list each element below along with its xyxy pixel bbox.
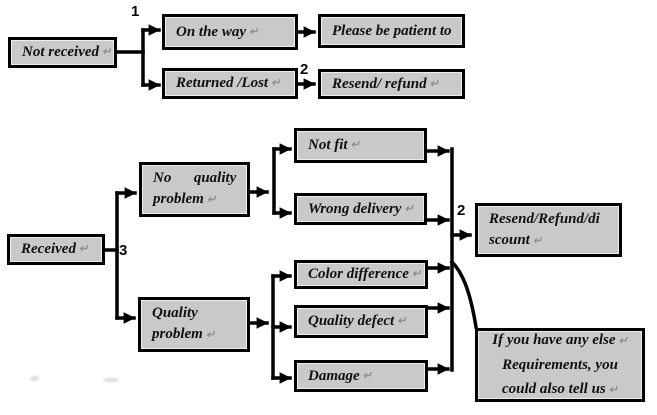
- connector-curve-to-anyelse: [449, 259, 479, 330]
- node-please-be-patient: Please be patient to: [318, 14, 465, 48]
- return-mark-icon: ↵: [404, 202, 414, 215]
- node-quality-problem: Quality problem↵: [138, 297, 250, 352]
- node-not-fit: Not fit↵: [294, 128, 427, 163]
- branch-label-2-top: 2: [300, 61, 309, 78]
- node-quality-defect: Quality defect↵: [294, 305, 428, 338]
- node-received: Received↵: [7, 234, 105, 265]
- node-label-line2: Requirements, you: [502, 357, 618, 373]
- node-label-line1: No quality: [153, 170, 237, 186]
- node-on-the-way: On the way↵: [162, 14, 298, 50]
- node-label: Quality defect: [308, 313, 395, 329]
- node-returned-lost: Returned /Lost↵: [162, 68, 298, 99]
- return-mark-icon: ↵: [618, 335, 628, 347]
- node-label: Resend/ refund: [332, 75, 427, 92]
- return-mark-icon: ↵: [532, 234, 543, 247]
- node-label-line2: problem↵: [152, 326, 216, 342]
- node-label: Wrong delivery: [308, 200, 402, 217]
- node-label: Damage: [308, 367, 360, 384]
- node-label: Not fit: [308, 137, 348, 153]
- branch-label-3: 3: [119, 242, 128, 259]
- node-label-line2: scount↵: [489, 231, 543, 248]
- node-resend-refund: Resend/ refund↵: [318, 69, 465, 99]
- return-mark-icon: ↵: [102, 46, 112, 58]
- return-mark-icon: ↵: [78, 243, 89, 255]
- node-not-received: Not received↵: [8, 37, 117, 68]
- node-label-line3: could also tell us↵: [502, 381, 618, 397]
- node-label: On the way: [176, 23, 247, 40]
- return-mark-icon: ↵: [397, 315, 407, 327]
- node-label-line1: Quality: [152, 305, 198, 321]
- return-mark-icon: ↵: [206, 194, 217, 206]
- return-mark-icon: ↵: [249, 25, 259, 38]
- smudge-artifact: [30, 376, 39, 381]
- node-label-line1: Resend/Refund/di: [489, 210, 600, 227]
- return-mark-icon: ↵: [271, 77, 281, 89]
- return-mark-icon: ↵: [350, 139, 360, 151]
- node-label: Please be patient to: [332, 22, 452, 39]
- smudge-artifact: [103, 378, 119, 382]
- branch-label-2-right: 2: [457, 202, 466, 219]
- node-damage: Damage↵: [294, 360, 428, 392]
- node-no-quality-problem: No quality problem↵: [139, 162, 250, 217]
- node-label-line2: problem↵: [153, 191, 217, 207]
- node-color-difference: Color difference↵: [294, 260, 428, 289]
- node-resend-refund-discount: Resend/Refund/di scount↵: [475, 203, 622, 257]
- return-mark-icon: ↵: [362, 369, 372, 382]
- return-mark-icon: ↵: [429, 77, 439, 90]
- branch-label-1: 1: [131, 3, 140, 20]
- node-any-else-requirements: If you have any else↵ Requirements, you …: [475, 328, 645, 402]
- node-wrong-delivery: Wrong delivery↵: [294, 193, 427, 225]
- node-label: Returned /Lost: [176, 75, 269, 91]
- node-label: Color difference: [308, 266, 409, 282]
- return-mark-icon: ↵: [608, 384, 618, 396]
- node-label: Not received: [22, 44, 100, 60]
- return-mark-icon: ↵: [205, 329, 216, 341]
- return-mark-icon: ↵: [411, 268, 422, 280]
- node-label: Received: [21, 241, 76, 257]
- node-label-line1: If you have any else↵: [492, 332, 628, 348]
